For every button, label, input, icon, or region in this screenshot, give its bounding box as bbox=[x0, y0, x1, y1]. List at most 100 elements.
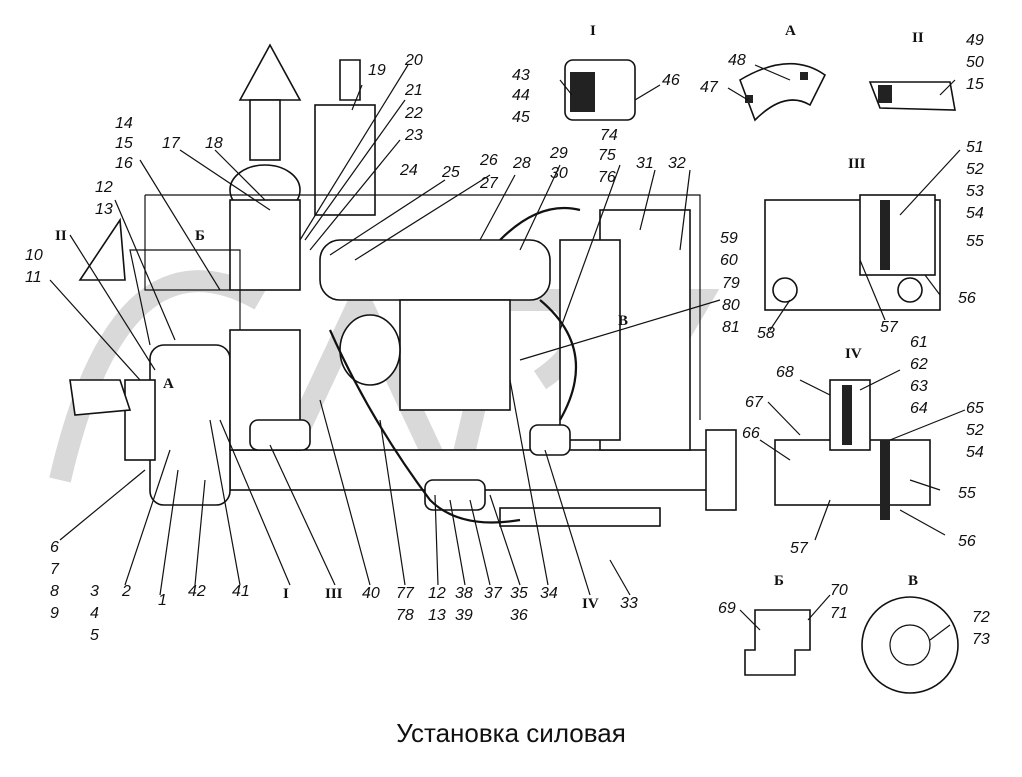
callout-11: 11 bbox=[25, 269, 42, 286]
marker-A: А bbox=[163, 376, 174, 392]
view-markers: I А II III IV Б В II Б А В I III IV bbox=[55, 23, 924, 612]
callout-55b: 55 bbox=[958, 485, 976, 502]
callout-38: 38 bbox=[455, 585, 473, 602]
callout-56b: 56 bbox=[958, 533, 976, 550]
callout-66: 66 bbox=[742, 425, 760, 442]
view-label-IV: IV bbox=[845, 346, 862, 362]
callout-42: 42 bbox=[188, 583, 206, 600]
callout-57b: 57 bbox=[790, 540, 809, 557]
callout-46: 46 bbox=[662, 72, 680, 89]
callout-40: 40 bbox=[362, 585, 380, 602]
callout-43: 43 bbox=[512, 67, 530, 84]
callout-30: 30 bbox=[550, 165, 568, 182]
callout-56: 56 bbox=[958, 290, 976, 307]
view-label-A: А bbox=[785, 23, 796, 39]
callout-41: 41 bbox=[232, 583, 250, 600]
callout-10: 10 bbox=[25, 247, 43, 264]
callout-labels: 19 20 21 22 23 24 25 26 27 28 29 30 31 3… bbox=[25, 32, 990, 648]
callout-26: 26 bbox=[479, 152, 498, 169]
callout-29: 29 bbox=[549, 145, 568, 162]
callout-6: 6 bbox=[50, 539, 59, 556]
callout-77: 77 bbox=[396, 585, 415, 602]
callout-15: 15 bbox=[115, 135, 133, 152]
callout-27: 27 bbox=[479, 175, 499, 192]
callout-51: 51 bbox=[966, 139, 984, 156]
callout-5: 5 bbox=[90, 627, 99, 644]
callout-75: 75 bbox=[598, 147, 616, 164]
callout-16: 16 bbox=[115, 155, 133, 172]
callout-50: 50 bbox=[966, 54, 984, 71]
view-label-I: I bbox=[590, 23, 596, 39]
view-II bbox=[868, 81, 956, 111]
engine-assembly bbox=[69, 43, 737, 527]
callout-36: 36 bbox=[510, 607, 528, 624]
callout-62: 62 bbox=[910, 356, 928, 373]
callout-73: 73 bbox=[972, 631, 990, 648]
view-IV bbox=[774, 379, 931, 520]
callout-65: 65 bbox=[966, 400, 984, 417]
view-III bbox=[764, 194, 941, 311]
callout-25: 25 bbox=[441, 164, 460, 181]
callout-31: 31 bbox=[636, 155, 654, 172]
callout-17: 17 bbox=[162, 135, 181, 152]
marker-B-cyr: Б bbox=[195, 228, 205, 244]
callout-48: 48 bbox=[728, 52, 746, 69]
marker-III: III bbox=[325, 586, 343, 602]
callout-55: 55 bbox=[966, 233, 984, 250]
callout-28: 28 bbox=[512, 155, 531, 172]
callout-58: 58 bbox=[757, 325, 775, 342]
callout-23: 23 bbox=[404, 127, 423, 144]
callout-32: 32 bbox=[668, 155, 686, 172]
callout-76: 76 bbox=[598, 169, 616, 186]
callout-53: 53 bbox=[966, 183, 984, 200]
marker-IV: IV bbox=[582, 596, 599, 612]
callout-2: 2 bbox=[121, 583, 131, 600]
callout-13b: 13 bbox=[428, 607, 446, 624]
callout-80: 80 bbox=[722, 297, 740, 314]
callout-54b: 54 bbox=[966, 444, 984, 461]
marker-II: II bbox=[55, 228, 67, 244]
callout-24: 24 bbox=[399, 162, 418, 179]
callout-45: 45 bbox=[512, 109, 530, 126]
leader-lines bbox=[49, 64, 966, 641]
marker-V-cyr: В bbox=[618, 313, 628, 329]
view-label-B-cyr: Б bbox=[774, 573, 784, 589]
callout-22: 22 bbox=[404, 105, 423, 122]
callout-33: 33 bbox=[620, 595, 638, 612]
callout-69: 69 bbox=[718, 600, 736, 617]
view-label-II: II bbox=[912, 30, 924, 46]
callout-64: 64 bbox=[910, 400, 928, 417]
callout-13: 13 bbox=[95, 201, 113, 218]
callout-81: 81 bbox=[722, 319, 740, 336]
callout-68: 68 bbox=[776, 364, 794, 381]
callout-47: 47 bbox=[700, 79, 719, 96]
callout-39: 39 bbox=[455, 607, 473, 624]
callout-37: 37 bbox=[484, 585, 503, 602]
callout-9: 9 bbox=[50, 605, 59, 622]
callout-3: 3 bbox=[90, 583, 99, 600]
callout-12: 12 bbox=[95, 179, 113, 196]
callout-18: 18 bbox=[205, 135, 223, 152]
callout-79: 79 bbox=[722, 275, 740, 292]
callout-19: 19 bbox=[368, 62, 386, 79]
view-I bbox=[564, 59, 636, 121]
callout-72: 72 bbox=[972, 609, 990, 626]
callout-70: 70 bbox=[830, 582, 848, 599]
diagram-title: Установка силовая bbox=[396, 718, 626, 748]
callout-1: 1 bbox=[158, 592, 167, 609]
view-B-cyr bbox=[744, 609, 811, 676]
callout-52b: 52 bbox=[966, 422, 984, 439]
callout-74: 74 bbox=[600, 127, 618, 144]
callout-4: 4 bbox=[90, 605, 99, 622]
view-label-III: III bbox=[848, 156, 866, 172]
callout-61: 61 bbox=[910, 334, 928, 351]
callout-59: 59 bbox=[720, 230, 738, 247]
callout-12b: 12 bbox=[428, 585, 446, 602]
callout-21: 21 bbox=[404, 82, 423, 99]
callout-49: 49 bbox=[966, 32, 984, 49]
marker-I: I bbox=[283, 586, 289, 602]
view-A bbox=[739, 62, 827, 122]
callout-63: 63 bbox=[910, 378, 928, 395]
callout-52: 52 bbox=[966, 161, 984, 178]
